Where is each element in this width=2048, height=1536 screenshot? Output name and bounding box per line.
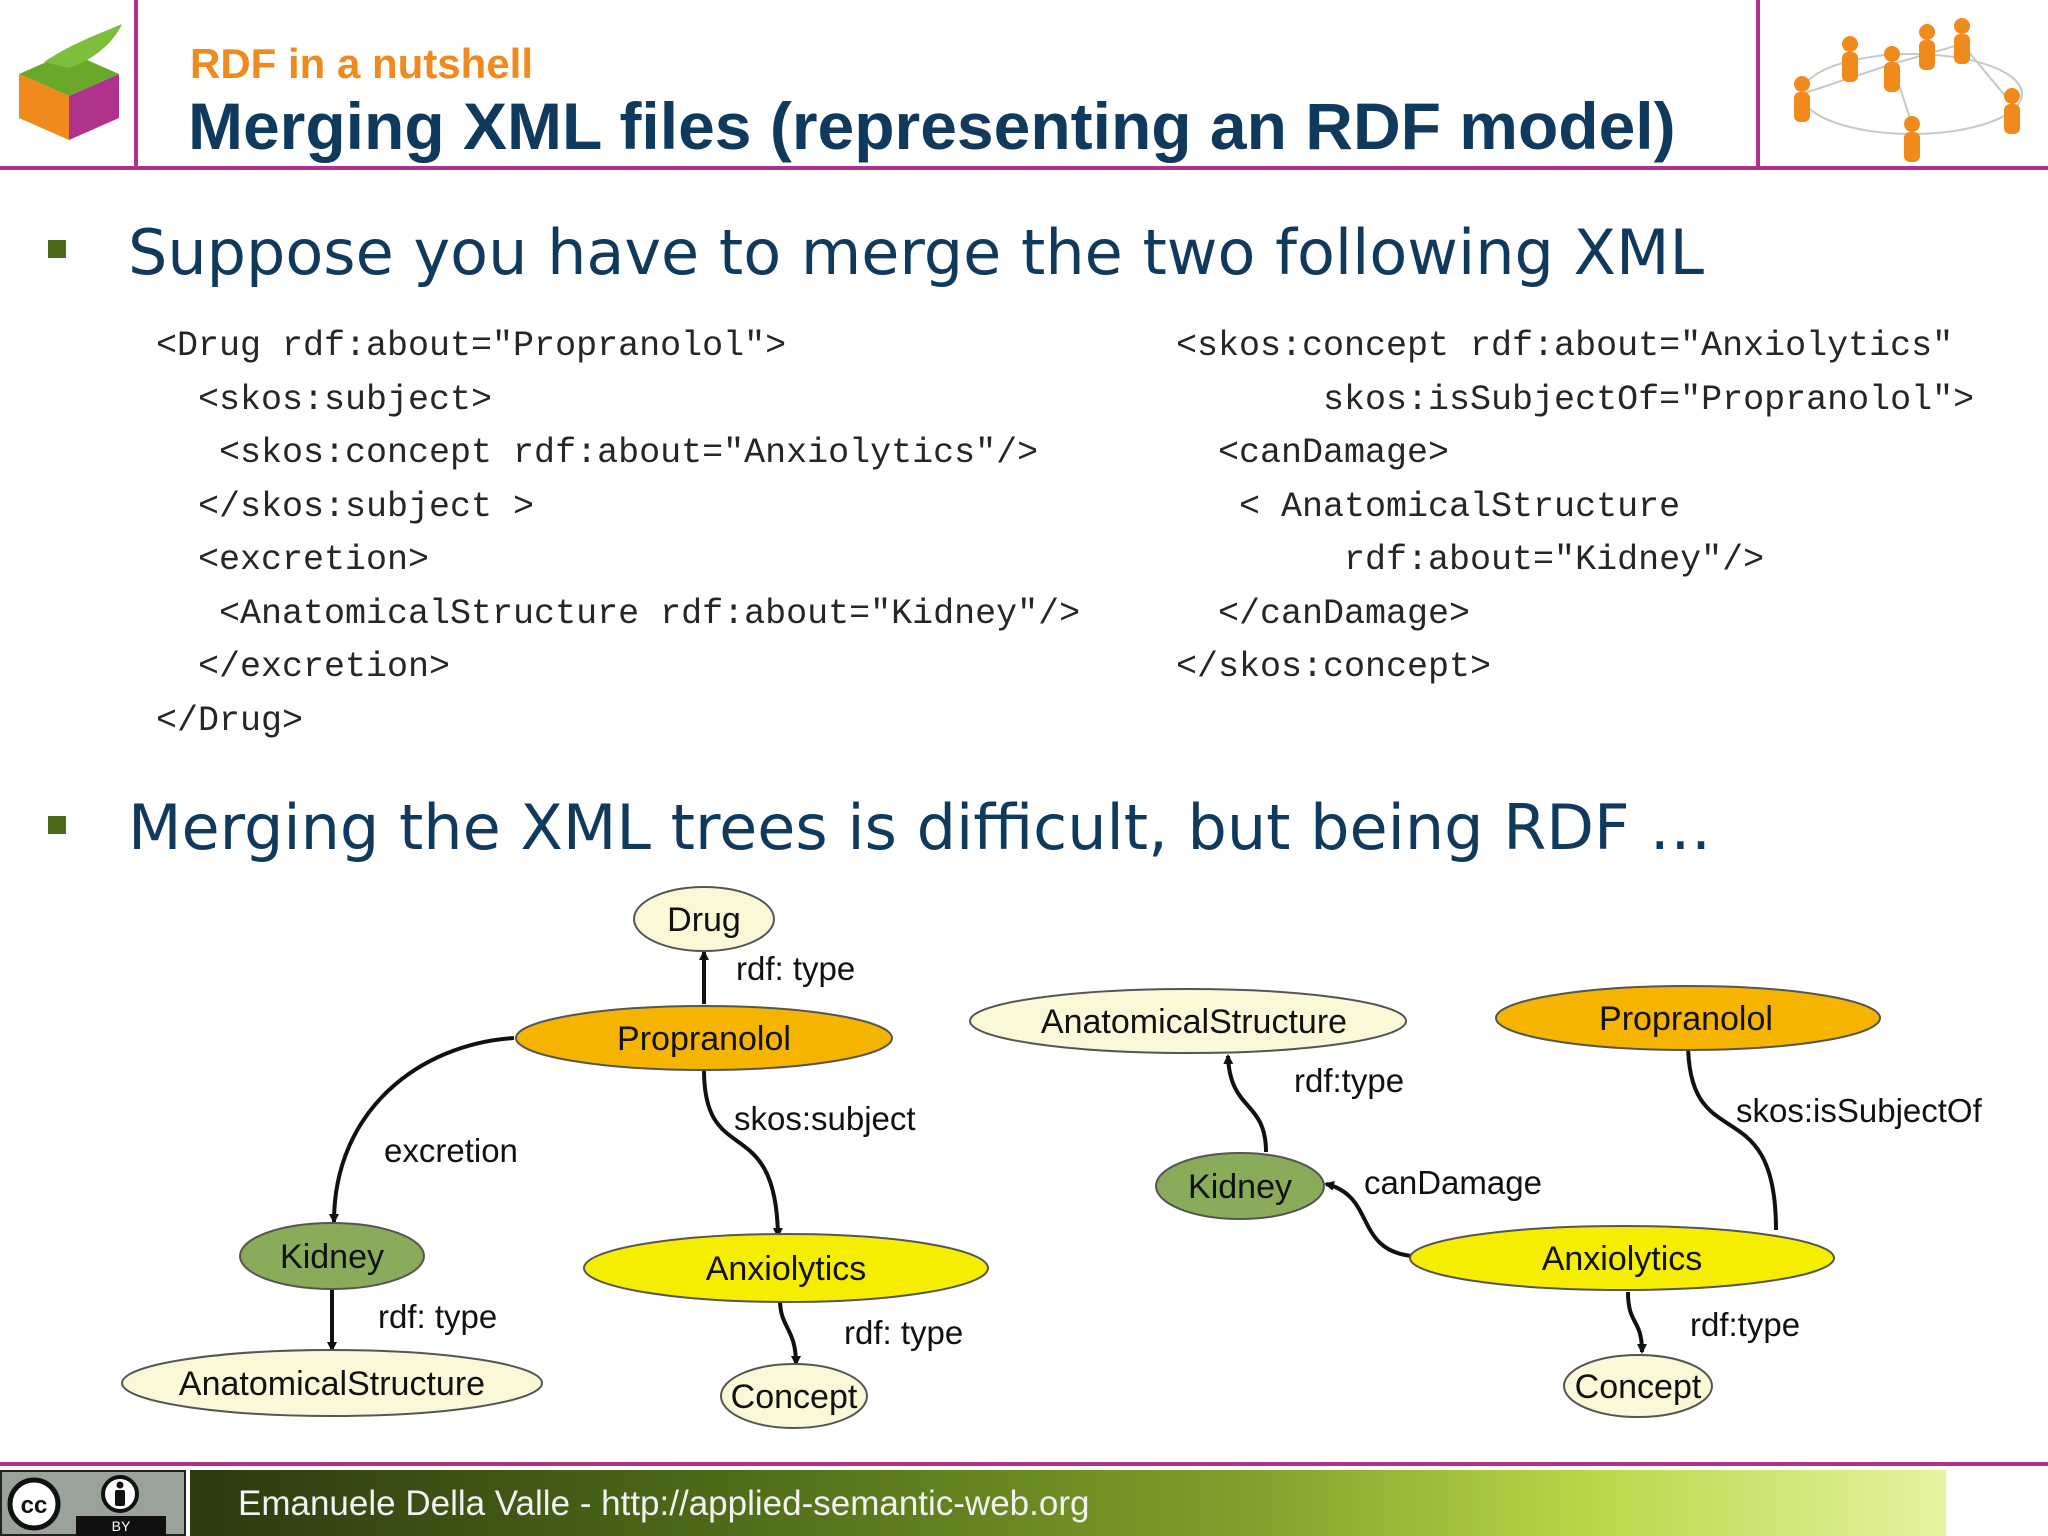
edge-label-type-kidney: rdf: type	[378, 1298, 497, 1335]
license-by-label: BY	[76, 1516, 166, 1536]
bullet-text: Merging the XML trees is difficult, but …	[128, 791, 1712, 864]
edge-type-anx	[778, 1299, 801, 1366]
node-propranolol-r	[1495, 985, 1881, 1051]
edge-can-damage	[1324, 1181, 1413, 1258]
edge-label-can-damage: canDamage	[1364, 1164, 1542, 1201]
node-anxiolytics-r	[1409, 1225, 1835, 1291]
node-anxiolytics-r-label: Anxiolytics	[1542, 1240, 1703, 1278]
node-concept-label: Concept	[731, 1378, 858, 1416]
node-concept-r	[1563, 1354, 1713, 1418]
cc-icon: cc	[7, 1477, 61, 1531]
footer-band	[190, 1470, 1946, 1536]
node-concept	[720, 1363, 868, 1429]
code-line: </Drug>	[156, 700, 304, 741]
code-line: rdf:about="Kidney"/>	[1176, 540, 1765, 580]
node-kidney-r-label: Kidney	[1188, 1168, 1292, 1206]
people-network-icon	[1794, 18, 2023, 162]
node-concept-r-label: Concept	[1575, 1368, 1702, 1406]
code-line: <skos:subject>	[156, 379, 493, 420]
footer-credit: Emanuele Della Valle - http://applied-se…	[238, 1484, 1090, 1523]
bullet-text: Suppose you have to merge the two follow…	[128, 216, 1705, 289]
node-drug-label: Drug	[667, 901, 741, 939]
node-propranolol-r-label: Propranolol	[1599, 1000, 1773, 1038]
node-anxiolytics-label: Anxiolytics	[706, 1250, 867, 1288]
code-line: < AnatomicalStructure	[1176, 486, 1681, 527]
header-divider-right	[1756, 0, 1760, 168]
code-line: skos:isSubjectOf="Propranolol">	[1176, 379, 1975, 420]
node-anatomical-r-label: AnatomicalStructure	[1041, 1003, 1347, 1041]
edge-subject	[702, 1069, 783, 1238]
edge-label-subject: skos:subject	[734, 1100, 916, 1137]
edge-is-subject-of	[1683, 1040, 1778, 1231]
node-anatomical-label: AnatomicalStructure	[179, 1365, 485, 1403]
code-line: <excretion>	[156, 540, 430, 580]
code-line: <skos:concept rdf:about="Anxiolytics"	[1176, 326, 1954, 366]
svg-text:cc: cc	[21, 1492, 48, 1519]
node-propranolol-label: Propranolol	[617, 1020, 791, 1058]
node-kidney-r	[1155, 1152, 1325, 1220]
cc-license-badge[interactable]: cc BY	[0, 1470, 186, 1536]
edge-excretion	[329, 1036, 515, 1224]
code-line: <Drug rdf:about="Propranolol">	[156, 326, 787, 366]
footer-rule	[0, 1462, 2048, 1466]
code-line: <AnatomicalStructure rdf:about="Kidney"/…	[156, 593, 1081, 634]
attribution-icon	[101, 1475, 139, 1513]
edge-label-type-anx-r: rdf:type	[1690, 1306, 1800, 1343]
code-line: <skos:concept rdf:about="Anxiolytics"/>	[156, 433, 1039, 473]
section-kicker: RDF in a nutshell	[190, 40, 534, 87]
node-propranolol	[515, 1005, 893, 1071]
header: RDF in a nutshell Merging XML files (rep…	[0, 0, 2048, 170]
node-kidney-label: Kidney	[280, 1238, 384, 1276]
node-anatomical-r	[969, 988, 1407, 1054]
code-block-left: <Drug rdf:about="Propranolol"> <skos:sub…	[156, 320, 1080, 748]
edge-type-kidney-r	[1223, 1054, 1268, 1153]
edge-label-type-drug: rdf: type	[736, 950, 855, 987]
node-kidney	[239, 1222, 425, 1290]
footer-right-block	[1946, 1470, 2048, 1536]
slide-title: Merging XML files (representing an RDF m…	[188, 89, 1676, 163]
node-anatomical	[121, 1349, 543, 1417]
code-line: <canDamage>	[1176, 433, 1450, 473]
edge-label-excretion: excretion	[384, 1132, 518, 1169]
edge-label-type-kidney-r: rdf:type	[1294, 1062, 1404, 1099]
code-line: </skos:concept>	[1176, 647, 1492, 687]
bullet-marker	[48, 816, 66, 834]
cube-logo-icon	[19, 24, 122, 140]
node-anxiolytics	[583, 1233, 989, 1303]
node-drug	[633, 886, 775, 952]
code-line: </canDamage>	[1176, 593, 1471, 634]
code-block-right: <skos:concept rdf:about="Anxiolytics" sk…	[1176, 320, 1974, 695]
header-rule	[0, 166, 2048, 170]
code-line: </skos:subject >	[156, 486, 535, 527]
bullet-marker	[48, 240, 66, 258]
edge-type-anx-r	[1626, 1291, 1647, 1354]
code-line: </excretion>	[156, 647, 451, 687]
header-divider-left	[134, 0, 138, 168]
edge-label-is-subject-of: skos:isSubjectOf	[1736, 1092, 1983, 1129]
edge-label-type-anx: rdf: type	[844, 1314, 963, 1351]
